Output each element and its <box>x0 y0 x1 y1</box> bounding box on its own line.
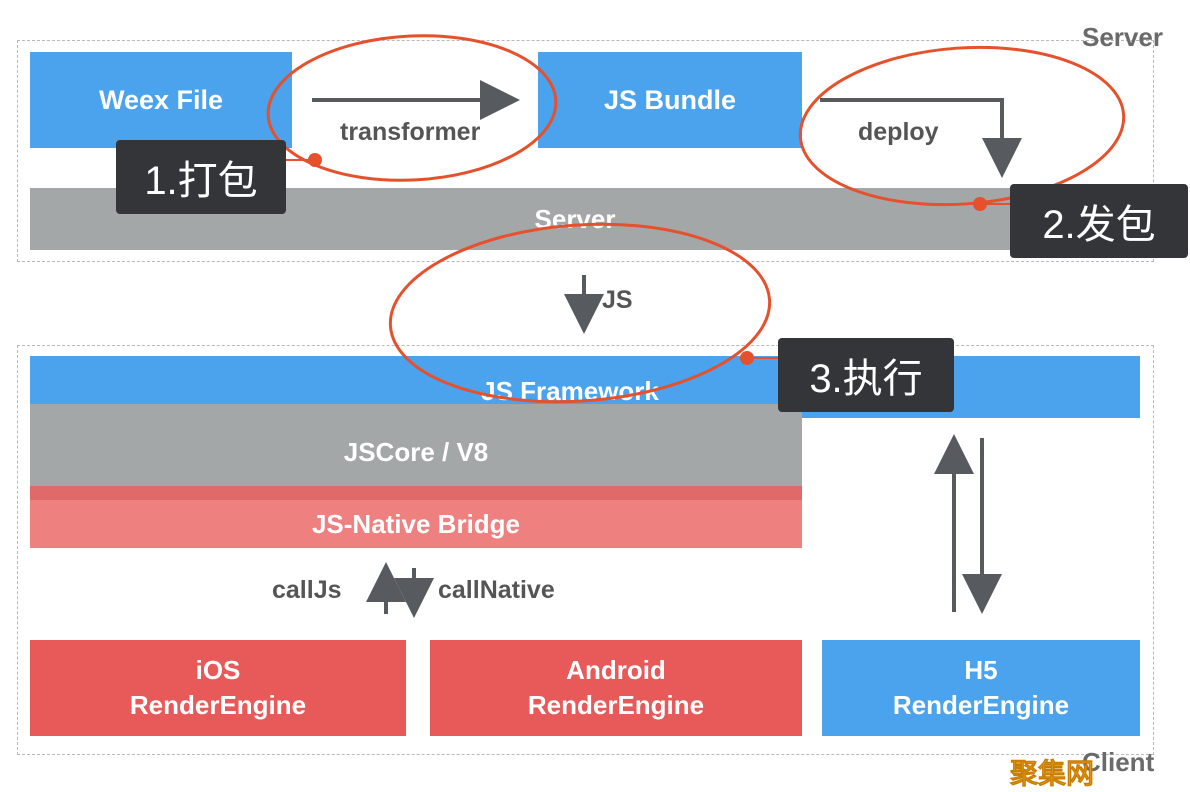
js-native-bridge-label: JS-Native Bridge <box>311 508 521 539</box>
callout-step3: 3.执行 <box>778 338 954 412</box>
call-native-label: callNative <box>438 576 555 604</box>
client-zone <box>17 345 1154 755</box>
watermark: 聚集网 <box>1010 758 1095 790</box>
transformer-label: transformer <box>340 118 481 146</box>
android-line1: Android <box>566 654 666 685</box>
js-native-bridge-box: JS-Native Bridge <box>30 500 802 548</box>
h5-line2: RenderEngine <box>892 690 1070 720</box>
annotation-ellipse-js <box>388 222 772 404</box>
bridge-top-strip <box>30 486 802 500</box>
callout-step1: 1.打包 <box>116 140 286 214</box>
android-line2: RenderEngine <box>527 690 705 720</box>
android-renderengine-box: Android RenderEngine <box>430 640 802 736</box>
server-zone <box>17 40 1154 262</box>
jscore-box: JSCore / V8 <box>30 404 802 486</box>
client-zone-label: Client <box>1082 747 1155 777</box>
jscore-label: JSCore / V8 <box>343 436 489 467</box>
h5-line1: H5 <box>964 654 998 685</box>
ios-line2: RenderEngine <box>129 690 307 720</box>
call-js-label: callJs <box>272 576 342 604</box>
weex-file-label: Weex File <box>98 84 224 115</box>
server-zone-label: Server <box>1082 22 1163 52</box>
ios-renderengine-box: iOS RenderEngine <box>30 640 406 736</box>
h5-renderengine-box: H5 RenderEngine <box>822 640 1140 736</box>
deploy-arrow <box>820 98 1022 178</box>
js-bundle-label: JS Bundle <box>603 84 737 115</box>
callout-step2: 2.发包 <box>1010 184 1188 258</box>
weex-file-box: Weex File <box>30 52 292 148</box>
js-arrow-label: JS <box>602 286 633 314</box>
js-bundle-box: JS Bundle <box>538 52 802 148</box>
ios-line1: iOS <box>195 654 241 685</box>
annotation-ellipse-transformer <box>266 34 558 182</box>
deploy-label: deploy <box>858 118 939 146</box>
annotation-ellipse-deploy <box>798 45 1126 207</box>
